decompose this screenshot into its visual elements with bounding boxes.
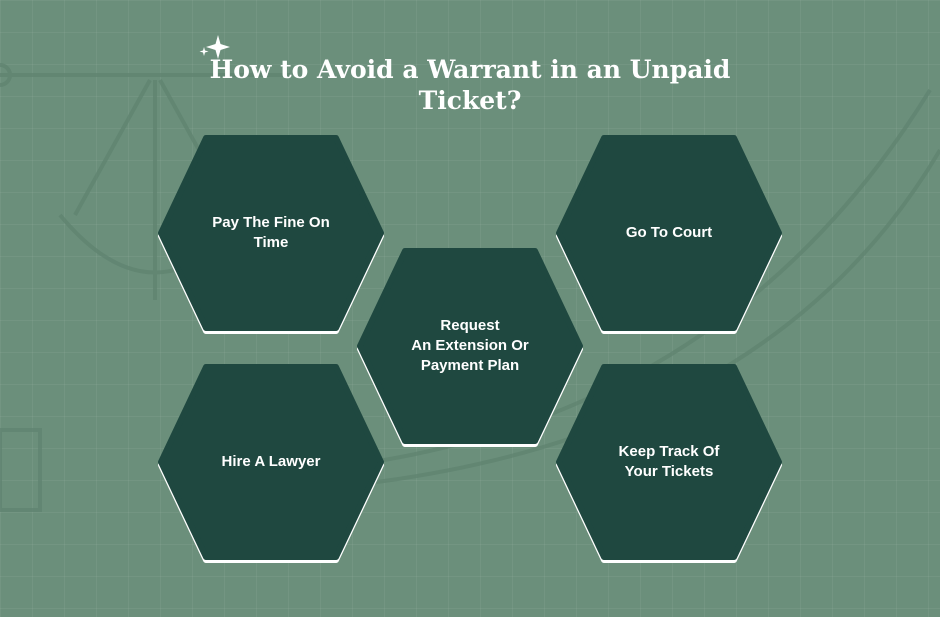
page-title: How to Avoid a Warrant in an Unpaid Tick… <box>209 55 731 115</box>
step-label: Keep Track Of Your Tickets <box>618 443 720 480</box>
step-label: Request An Extension Or Payment Plan <box>411 317 529 374</box>
step-go-to-court: Go To Court <box>555 133 783 334</box>
hexagon-shape <box>158 135 384 334</box>
step-request-extension: Request An Extension Or Payment Plan <box>356 246 584 447</box>
step-pay-fine: Pay The Fine On Time <box>157 133 385 334</box>
step-label: Hire A Lawyer <box>221 453 321 470</box>
hexagon-shape <box>357 248 583 447</box>
step-keep-track: Keep Track Of Your Tickets <box>555 362 783 563</box>
hexagon-shape <box>556 135 782 334</box>
step-label: Go To Court <box>625 224 713 241</box>
step-label: Pay The Fine On Time <box>212 214 330 251</box>
step-hire-lawyer: Hire A Lawyer <box>157 362 385 563</box>
hexagon-shape <box>556 364 782 563</box>
sparkle-icon <box>199 35 230 59</box>
hexagon-shape <box>158 364 384 563</box>
